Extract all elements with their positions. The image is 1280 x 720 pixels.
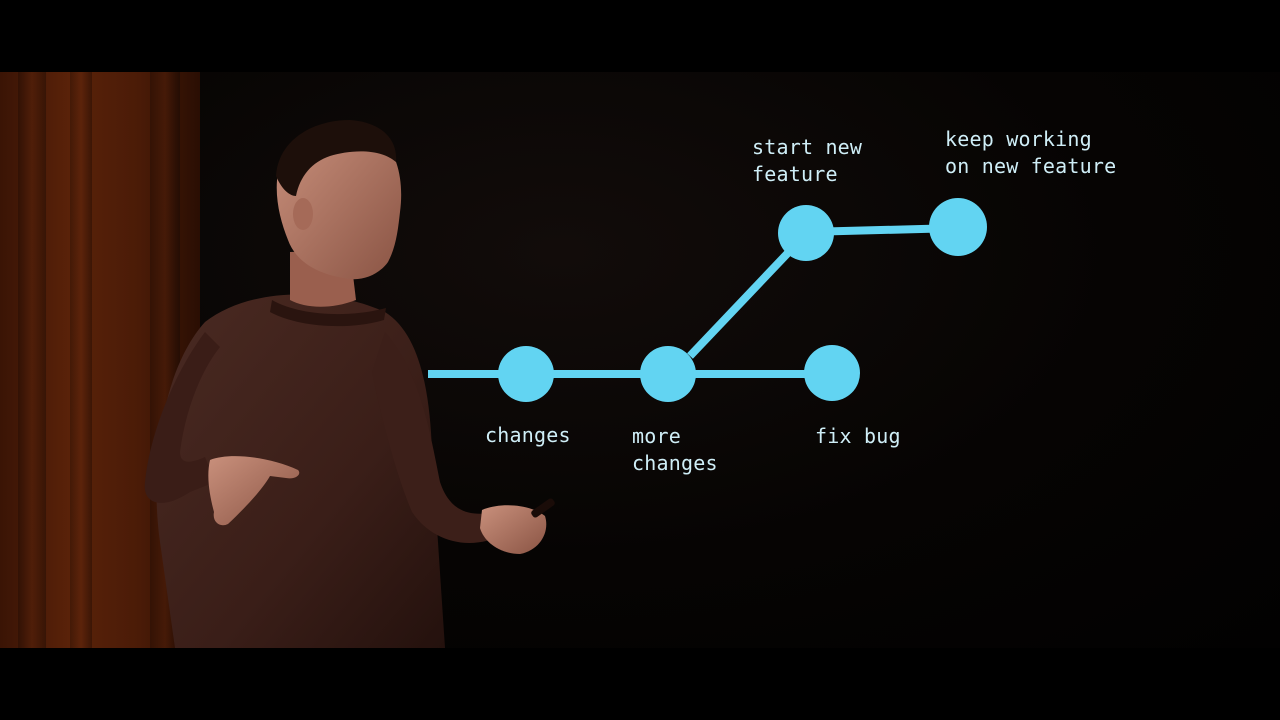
commit-node-start-new-feature — [778, 205, 834, 261]
commit-node-keep-working — [929, 198, 987, 256]
label-more-changes: more changes — [632, 424, 718, 475]
presenter — [144, 120, 555, 648]
commit-node-fix-bug — [804, 345, 860, 401]
label-start-new-feature: start new feature — [752, 135, 863, 186]
commit-node-changes — [498, 346, 554, 402]
commit-node-more-changes — [640, 346, 696, 402]
stage-scene — [0, 72, 1280, 648]
label-fix-bug: fix bug — [815, 424, 901, 448]
branch-line-feature-diagonal — [687, 233, 807, 359]
label-keep-working: keep working on new feature — [945, 127, 1117, 178]
letterbox-top — [0, 0, 1280, 72]
label-changes: changes — [485, 423, 571, 447]
letterbox-bottom — [0, 648, 1280, 720]
